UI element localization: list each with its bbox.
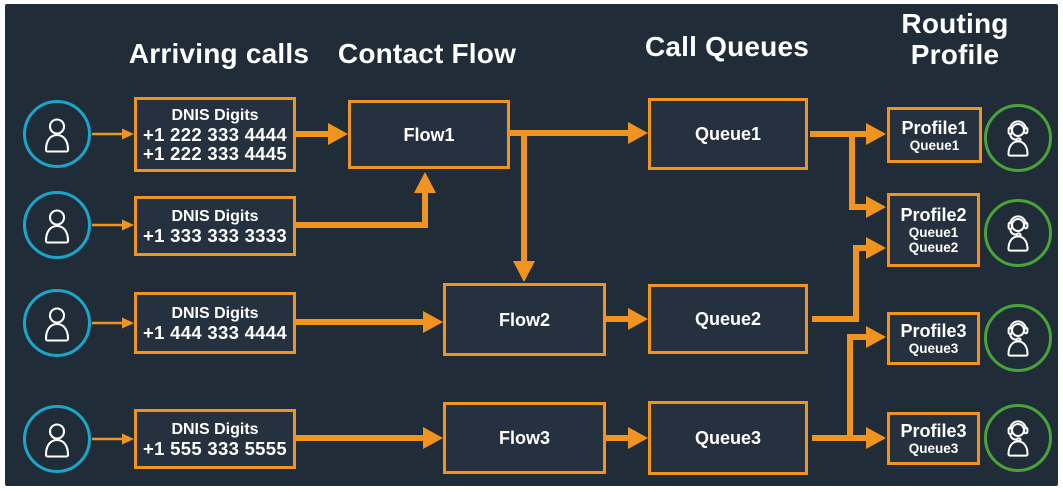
flow-node-1: Flow1 xyxy=(348,100,510,169)
caller-person-icon xyxy=(44,307,70,342)
queue-label: Queue1 xyxy=(694,124,762,144)
queue-label: Queue2 xyxy=(694,309,762,329)
profile-queue: Queue3 xyxy=(908,341,959,356)
agent-headset-icon xyxy=(1007,120,1029,157)
profile-queue: Queue2 xyxy=(908,240,959,255)
column-header-arriving-calls: Arriving calls xyxy=(128,38,310,69)
agent-node-4 xyxy=(984,404,1052,472)
agent-headset-icon xyxy=(1007,320,1029,357)
column-header-contact-flow: Contact Flow xyxy=(337,38,517,69)
flow-label: Flow1 xyxy=(403,124,455,145)
queue-node-2: Queue2 xyxy=(648,284,808,354)
caller-node-3 xyxy=(23,289,91,357)
profile-name: Profile2 xyxy=(900,205,967,225)
profile-node-3: Profile3 Queue3 xyxy=(887,312,980,365)
profile-name: Profile1 xyxy=(901,117,968,138)
dnis-title: DNIS Digits xyxy=(171,107,259,124)
caller-arrowheads xyxy=(122,128,134,445)
profile-name: Profile3 xyxy=(900,421,967,441)
column-header-call-queues: Call Queues xyxy=(644,31,810,62)
profile-queue: Queue3 xyxy=(908,441,959,456)
dnis-box-4: DNIS Digits +1 555 333 5555 xyxy=(134,409,296,469)
queue-label: Queue3 xyxy=(694,428,762,448)
caller-arrows xyxy=(92,132,122,441)
dnis-title: DNIS Digits xyxy=(171,305,259,322)
flow-label: Flow2 xyxy=(498,309,550,330)
dnis-box-1: DNIS Digits +1 222 333 4444 +1 222 333 4… xyxy=(134,97,296,172)
caller-person-icon xyxy=(44,209,70,244)
flow-label: Flow3 xyxy=(498,428,550,448)
profile-node-4: Profile3 Queue3 xyxy=(887,412,980,465)
dnis-number: +1 333 333 3333 xyxy=(143,225,287,246)
column-header-routing-profile: Routing Profile xyxy=(901,8,1009,70)
dnis-box-2: DNIS Digits +1 333 333 3333 xyxy=(134,196,296,256)
dnis-number: +1 222 333 4445 xyxy=(143,143,287,164)
flow-node-2: Flow2 xyxy=(443,283,606,356)
queue-node-1: Queue1 xyxy=(648,98,808,170)
caller-person-icon xyxy=(44,423,70,458)
flow-arrows xyxy=(296,130,866,441)
dnis-box-3: DNIS Digits +1 444 333 4444 xyxy=(134,292,296,354)
flow-arrowheads xyxy=(328,122,886,449)
profile-node-1: Profile1 Queue1 xyxy=(887,107,982,163)
queue-node-3: Queue3 xyxy=(648,401,808,475)
dnis-title: DNIS Digits xyxy=(171,208,259,225)
caller-node-4 xyxy=(23,405,91,473)
dnis-number: +1 444 333 4444 xyxy=(143,322,287,343)
agent-node-1 xyxy=(984,104,1052,172)
dnis-title: DNIS Digits xyxy=(171,421,259,438)
profile-queue: Queue1 xyxy=(909,137,960,153)
agent-node-3 xyxy=(984,304,1052,372)
agent-node-2 xyxy=(984,199,1052,267)
agent-headset-icon xyxy=(1007,420,1029,457)
agent-headset-icon xyxy=(1007,215,1029,252)
profile-queue: Queue1 xyxy=(908,225,959,240)
profile-name: Profile3 xyxy=(900,321,967,341)
caller-node-2 xyxy=(23,191,91,259)
flow-node-3: Flow3 xyxy=(443,402,606,474)
profile-node-2: Profile2 Queue1 Queue2 xyxy=(887,193,980,267)
caller-person-icon xyxy=(44,118,70,153)
dnis-number: +1 555 333 5555 xyxy=(143,438,287,459)
caller-node-1 xyxy=(23,100,91,168)
dnis-number: +1 222 333 4444 xyxy=(143,124,287,145)
